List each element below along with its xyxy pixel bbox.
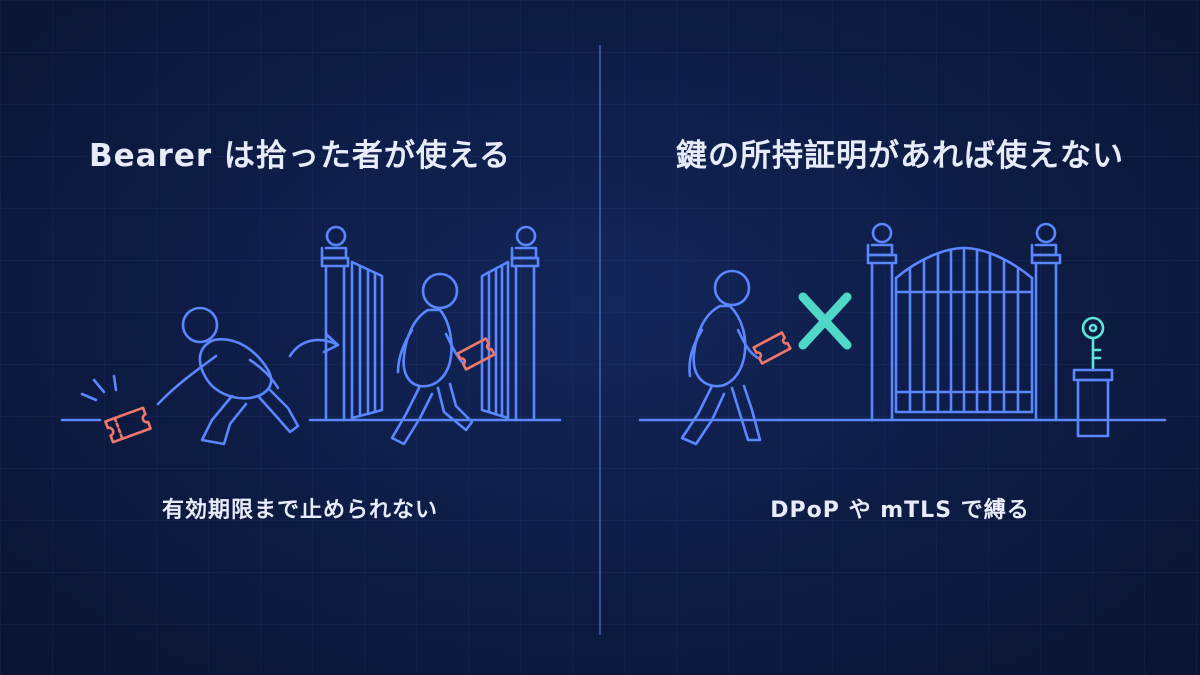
blocked-person-icon xyxy=(680,269,762,446)
key-icon xyxy=(1081,316,1105,370)
right-illustration xyxy=(638,222,1167,446)
dropped-ticket-icon xyxy=(80,374,152,444)
x-mark-icon xyxy=(798,292,852,350)
closed-gate-icon xyxy=(866,222,1062,422)
bending-person-icon xyxy=(156,306,300,446)
right-panel-title: 鍵の所持証明があれば使えない xyxy=(676,138,1124,174)
right-panel-caption: DPoP や mTLS で縛る xyxy=(770,498,1030,523)
open-gate-icon xyxy=(320,225,540,422)
carried-ticket-icon xyxy=(456,337,496,371)
spark-mark xyxy=(112,374,118,392)
left-panel-title: Bearer は拾った者が使える xyxy=(88,138,512,174)
spark-mark xyxy=(92,378,106,394)
walking-person-icon xyxy=(390,272,474,446)
panel-divider xyxy=(599,45,601,635)
arrow-icon xyxy=(288,332,340,358)
right-panel: 鍵の所持証明があれば使えない xyxy=(600,0,1200,675)
left-panel: Bearer は拾った者が使える xyxy=(60,138,562,523)
spark-mark xyxy=(80,392,98,402)
held-ticket-icon xyxy=(752,331,792,365)
left-illustration xyxy=(60,225,562,446)
pedestal-icon xyxy=(1072,368,1114,438)
left-panel-caption: 有効期限まで止められない xyxy=(161,498,438,523)
